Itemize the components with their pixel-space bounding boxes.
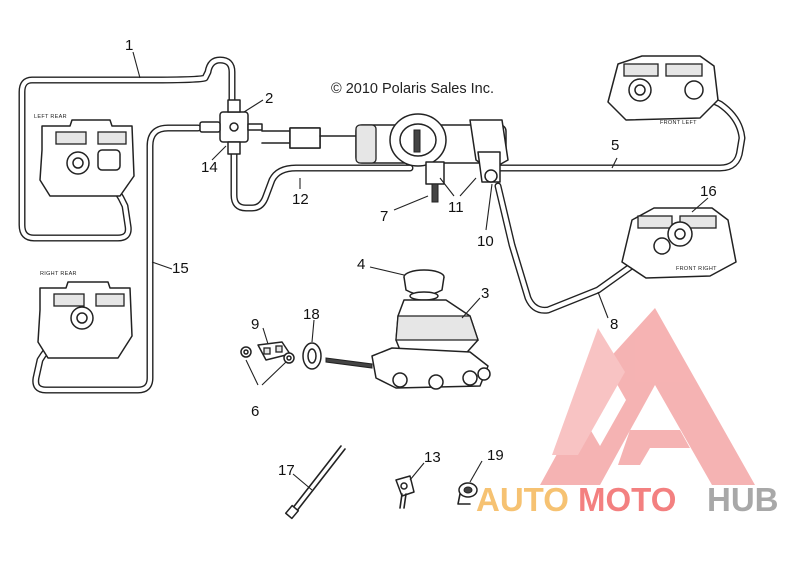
watermark-triangle-outer — [540, 308, 755, 485]
callout-13: 13 — [424, 449, 441, 466]
master-cylinder-exploded — [325, 299, 491, 390]
callout-10: 10 — [477, 233, 494, 250]
callout-11: 11 — [448, 199, 464, 216]
brake-line-12 — [230, 146, 414, 212]
clip-13 — [395, 475, 415, 509]
callout-1: 1 — [125, 37, 133, 54]
clamp-19 — [457, 482, 478, 505]
cable-tie — [284, 445, 346, 520]
watermark-triangle-left — [552, 328, 625, 455]
nut-6-left — [240, 346, 252, 358]
caliper-right-rear: RIGHT REAR — [37, 271, 133, 359]
caliper-front-right: FRONT RIGHT — [621, 207, 737, 279]
callout-4: 4 — [357, 256, 365, 273]
nut-6-right — [283, 352, 295, 364]
callout-19: 19 — [487, 447, 504, 464]
callout-leaders — [132, 51, 709, 491]
watermark-text-hub: HUB — [707, 481, 779, 518]
watermark-logo: AUTO MOTO HUB — [476, 308, 779, 518]
callout-7: 7 — [380, 208, 388, 225]
callout-6: 6 — [251, 403, 259, 420]
caliper-label-right-rear: RIGHT REAR — [40, 271, 77, 277]
watermark-text-auto: AUTO — [476, 481, 569, 518]
caliper-front-left: FRONT LEFT — [607, 55, 719, 126]
caliper-label-front-left: FRONT LEFT — [660, 120, 697, 126]
watermark-text-moto: MOTO — [578, 481, 676, 518]
callout-16: 16 — [700, 183, 717, 200]
callout-3: 3 — [481, 285, 489, 302]
copyright-text: © 2010 Polaris Sales Inc. — [331, 81, 494, 97]
brake-line-1 — [18, 56, 236, 242]
callout-9: 9 — [251, 316, 259, 333]
callout-14: 14 — [201, 159, 218, 176]
reservoir-cap — [403, 269, 445, 301]
caliper-label-front-right: FRONT RIGHT — [676, 266, 717, 272]
caliper-label-left-rear: LEFT REAR — [34, 114, 67, 120]
callout-8: 8 — [610, 316, 618, 333]
junction-block — [199, 99, 263, 155]
callout-2: 2 — [265, 90, 273, 107]
caliper-left-rear: LEFT REAR — [34, 114, 135, 197]
callout-15: 15 — [172, 260, 189, 277]
watermark-triangle-inner — [618, 430, 690, 465]
bracket-9 — [257, 341, 291, 361]
callout-numbers: 1 2 3 4 5 6 7 8 9 10 11 12 13 14 15 16 1… — [125, 37, 717, 479]
brake-line-8 — [494, 182, 666, 314]
master-cylinder-installed — [355, 113, 509, 203]
callout-18: 18 — [303, 306, 320, 323]
callout-17: 17 — [278, 462, 295, 479]
brake-line-5 — [496, 86, 746, 172]
seal-ring — [302, 342, 322, 370]
callout-5: 5 — [611, 137, 619, 154]
brake-switch-wire — [261, 127, 361, 149]
callout-12: 12 — [292, 191, 309, 208]
